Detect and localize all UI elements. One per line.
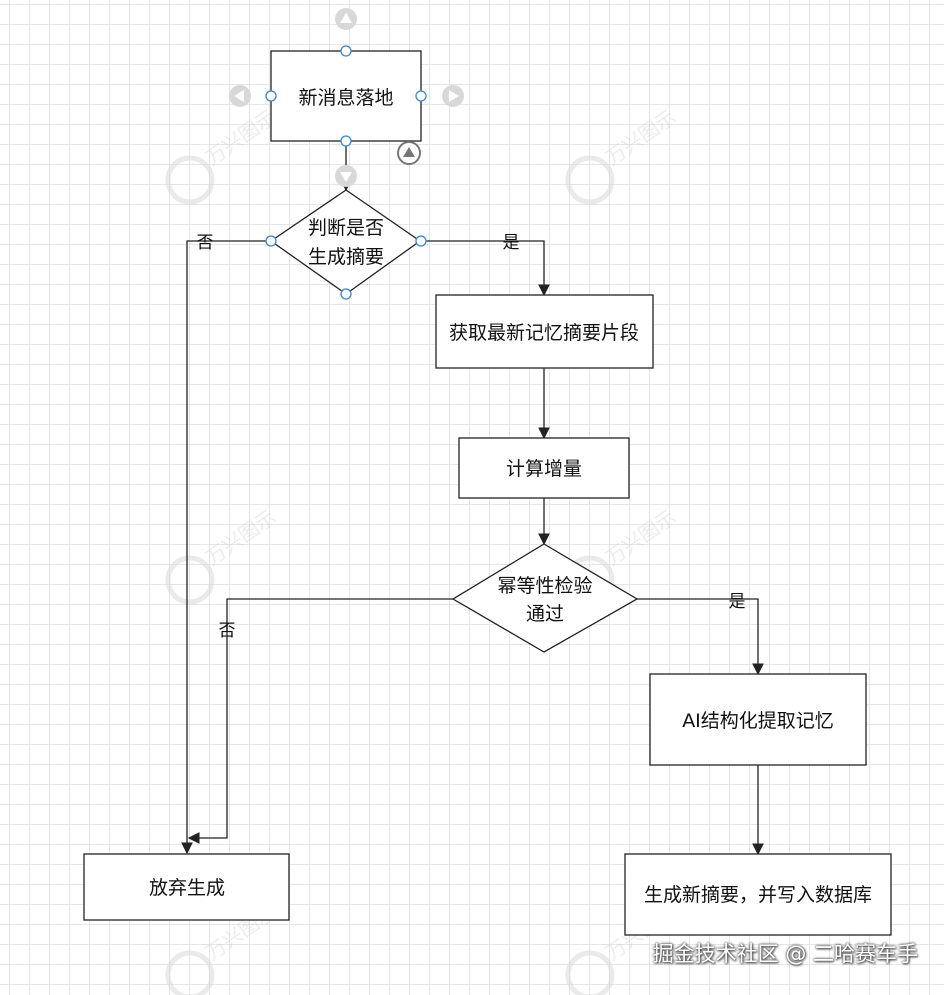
edge-idem-yes[interactable]	[637, 598, 764, 676]
decide-handle-right[interactable]	[415, 235, 427, 247]
svg-text:幂等性检验: 幂等性检验	[497, 575, 592, 597]
connect-handle-top[interactable]	[340, 45, 352, 57]
edge-label-decide-no: 否	[197, 233, 214, 253]
svg-text:通过: 通过	[526, 603, 564, 625]
svg-text:AI结构化提取记忆: AI结构化提取记忆	[682, 710, 834, 732]
edge-decide-no[interactable]	[181, 240, 271, 855]
svg-text:生成新摘要，并写入数据库: 生成新摘要，并写入数据库	[644, 884, 872, 906]
svg-text:万兴图示: 万兴图示	[601, 505, 680, 571]
svg-text:万兴图示: 万兴图示	[201, 105, 280, 171]
footer-credit: 掘金技术社区 @ 二哈赛车手	[652, 942, 918, 966]
svg-text:万兴图示: 万兴图示	[201, 505, 280, 571]
connect-handle-left[interactable]	[265, 90, 277, 102]
edge-idem-no[interactable]	[187, 598, 453, 844]
decide-handle-bottom[interactable]	[340, 288, 352, 300]
quick-add-arrow-left-icon[interactable]	[229, 85, 251, 107]
svg-text:计算增量: 计算增量	[506, 458, 582, 480]
connect-handle-right[interactable]	[415, 90, 427, 102]
node-fetch[interactable]: 获取最新记忆摘要片段	[435, 294, 654, 369]
edge-label-idem-yes: 是	[729, 592, 746, 612]
quick-add-arrow-down-icon[interactable]	[335, 165, 357, 187]
node-compute[interactable]: 计算增量	[458, 437, 630, 499]
edge-decide-yes[interactable]	[420, 240, 550, 297]
node-start[interactable]: 新消息落地	[270, 50, 422, 142]
node-extract[interactable]: AI结构化提取记忆	[649, 673, 867, 766]
quick-add-arrow-right-icon[interactable]	[442, 85, 464, 107]
svg-text:生成摘要: 生成摘要	[308, 246, 384, 268]
svg-text:获取最新记忆摘要片段: 获取最新记忆摘要片段	[449, 322, 639, 344]
quick-add-arrow-up-icon[interactable]	[335, 8, 357, 30]
decide-handle-left[interactable]	[265, 235, 277, 247]
svg-text:万兴图示: 万兴图示	[601, 105, 680, 171]
rotate-handle-icon[interactable]	[397, 141, 421, 165]
selection-handles[interactable]	[265, 45, 427, 300]
connect-handle-bottom[interactable]	[340, 135, 352, 147]
edge-label-decide-yes: 是	[503, 233, 520, 253]
edge-label-idem-no: 否	[219, 621, 236, 641]
svg-text:放弃生成: 放弃生成	[149, 877, 225, 899]
node-idem[interactable]: 幂等性检验 通过	[451, 543, 639, 653]
svg-text:判断是否: 判断是否	[308, 217, 384, 239]
node-decide[interactable]: 判断是否 生成摘要	[269, 189, 422, 295]
node-abandon[interactable]: 放弃生成	[83, 853, 290, 921]
svg-text:新消息落地: 新消息落地	[298, 87, 393, 109]
node-write[interactable]: 生成新摘要，并写入数据库	[624, 853, 892, 936]
